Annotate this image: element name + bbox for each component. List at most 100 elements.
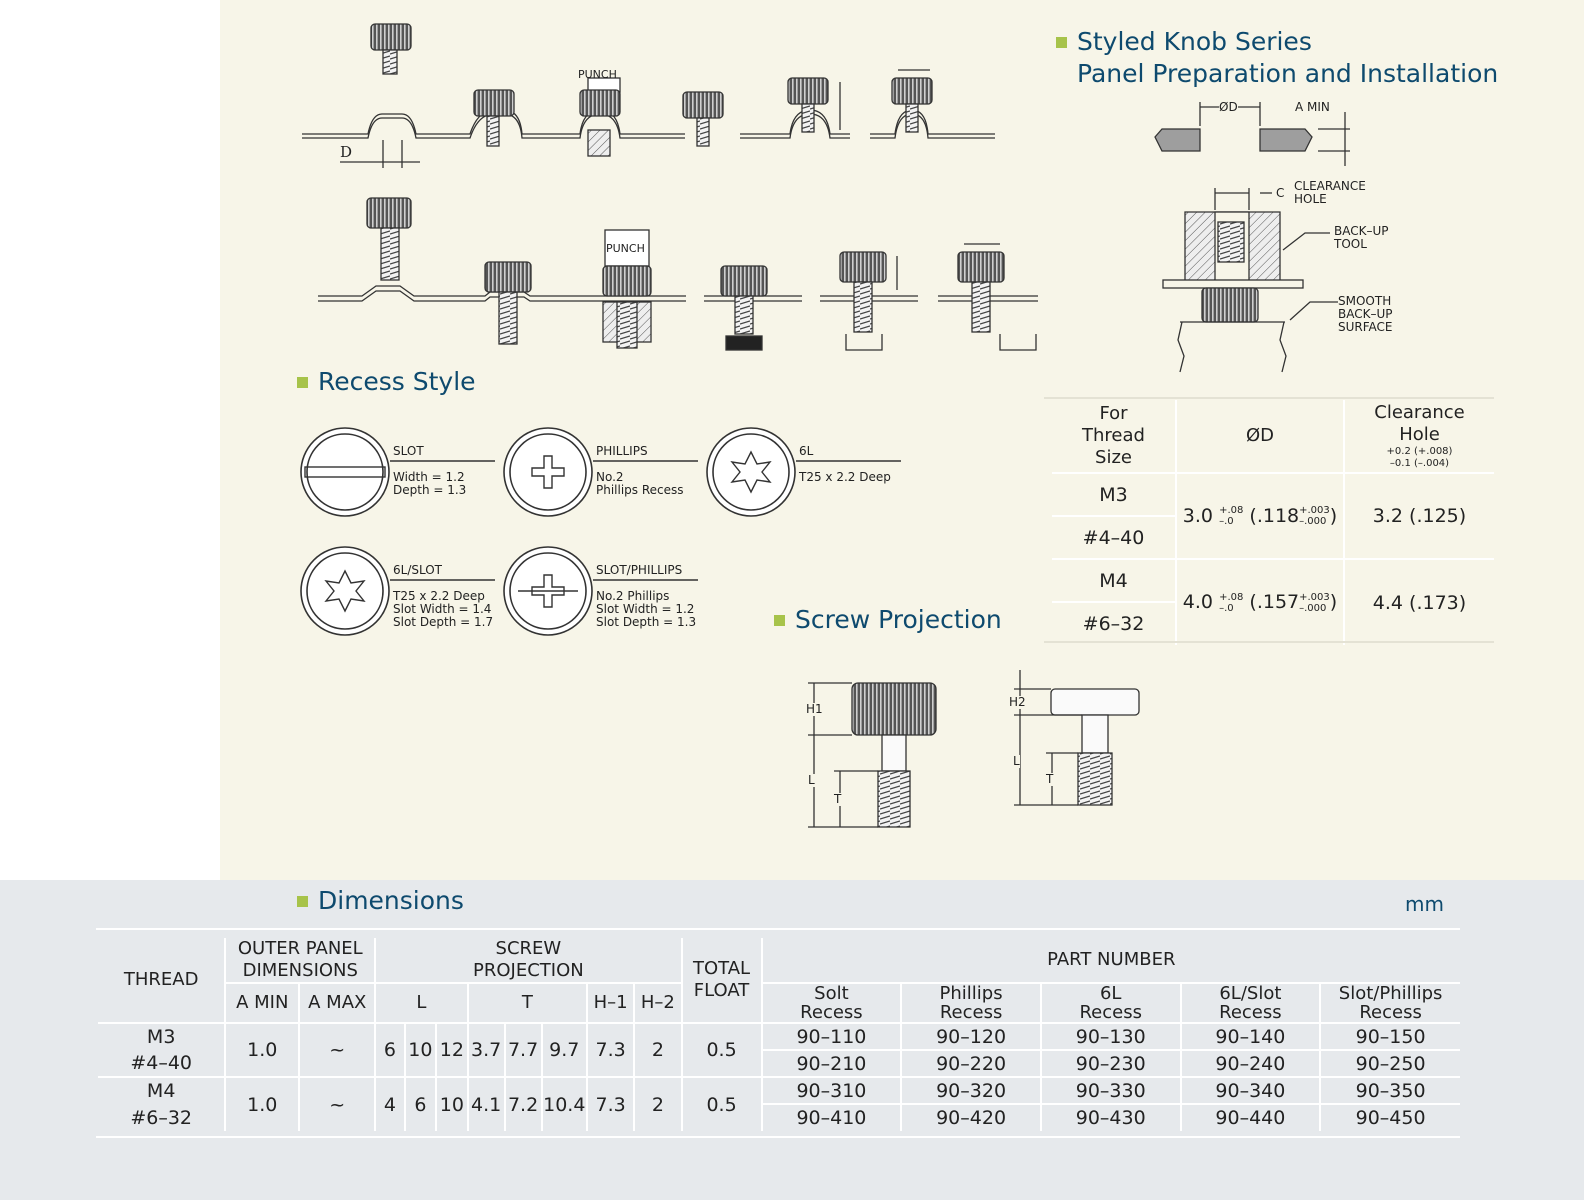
- part-number-cell: 90–310: [760, 1077, 902, 1105]
- dimensions-table: THREAD OUTER PANEL DIMENSIONS SCREW PROJ…: [98, 938, 1460, 1131]
- dimensions-title: Dimensions: [318, 886, 464, 915]
- l-cell: 4: [374, 1077, 405, 1131]
- a-min-label: A MIN: [1295, 100, 1330, 114]
- recess-desc-slot-phillips: No.2 Phillips Slot Width = 1.2 Slot Dept…: [596, 589, 697, 629]
- h1-cell: 7.3: [586, 1077, 635, 1131]
- col-outer-panel: OUTER PANEL DIMENSIONS: [224, 938, 376, 984]
- od-inch: (.157: [1249, 591, 1300, 614]
- a-max-cell: ~: [298, 1077, 376, 1131]
- col-screw-projection: SCREW PROJECTION: [374, 938, 682, 984]
- thread-size: M3: [1052, 473, 1176, 517]
- col-a-min: A MIN: [224, 983, 300, 1023]
- col-thread: THREAD: [123, 969, 199, 990]
- part-number-cell: 90–250: [1319, 1050, 1460, 1078]
- total-float-cell: 0.5: [680, 1023, 762, 1077]
- punch-label-bottom: PUNCH: [606, 242, 645, 255]
- recess-desc-6l: T25 x 2.2 Deep: [799, 470, 891, 484]
- c-label: C: [1276, 186, 1285, 200]
- od-inch-tol-up: +.003: [1299, 505, 1330, 517]
- od-inch: (.118: [1249, 504, 1300, 527]
- part-number-cell: 90–110: [760, 1023, 902, 1051]
- h1-cell: 7.3: [586, 1023, 635, 1077]
- clearance-value: 3.2 (.125): [1343, 473, 1494, 560]
- l-label-2: L: [1013, 754, 1020, 768]
- t-cell: 3.7: [466, 1023, 505, 1077]
- thread-cell: M4: [146, 1080, 176, 1102]
- heading-bullet: [774, 615, 785, 626]
- installation-diagram: [300, 23, 1350, 828]
- screw-projection-title: Screw Projection: [795, 605, 1002, 634]
- recess-style-heading: Recess Style: [297, 366, 476, 398]
- clearance-header: Clearance Hole: [1374, 402, 1465, 445]
- recess-desc-slot: Width = 1.2 Depth = 1.3: [393, 470, 467, 497]
- part-number-cell: 90–350: [1319, 1077, 1460, 1105]
- t-label-2: T: [1046, 772, 1054, 786]
- a-max-cell: ~: [298, 1023, 376, 1077]
- od-inch-tol-up: +.003: [1299, 591, 1330, 603]
- thread-size: #6–32: [1082, 613, 1145, 635]
- thread-cell: M3: [146, 1026, 176, 1048]
- series-heading: Styled Knob Series Panel Preparation and…: [1056, 26, 1499, 90]
- series-title: Styled Knob Series: [1077, 27, 1312, 56]
- part-number-cell: 90–230: [1039, 1050, 1181, 1078]
- heading-bullet: [1056, 37, 1067, 48]
- od-main: 4.0: [1182, 591, 1214, 614]
- total-float-cell: 0.5: [680, 1077, 762, 1131]
- t-cell: 7.2: [503, 1077, 542, 1131]
- od-tol-up: +.08: [1219, 591, 1244, 603]
- thread-size-table: For Thread Size ØD Clearance Hole +0.2 (…: [1052, 400, 1494, 645]
- dim-table-top-rule: [96, 928, 1460, 930]
- heading-bullet: [297, 377, 308, 388]
- heading-bullet: [297, 896, 308, 907]
- screw-projection-heading: Screw Projection: [774, 604, 1002, 636]
- thread-size: M4: [1052, 559, 1176, 603]
- col-h2: H–2: [633, 983, 682, 1023]
- series-subtitle: Panel Preparation and Installation: [1077, 59, 1499, 88]
- thread-cell: #6–32: [130, 1106, 192, 1129]
- part-number-cell: 90–240: [1179, 1050, 1321, 1078]
- col-phillips-recess: Phillips Recess: [900, 983, 1041, 1023]
- h1-label: H1: [806, 702, 823, 716]
- od-main: 3.0: [1182, 504, 1214, 527]
- a-min-cell: 1.0: [224, 1077, 300, 1131]
- l-cell: 12: [435, 1023, 468, 1077]
- od-inch-tol-down: –.000: [1299, 516, 1327, 528]
- h2-cell: 2: [633, 1023, 682, 1077]
- t-label-1: T: [834, 792, 842, 806]
- od-tol-up: +.08: [1219, 505, 1244, 517]
- punch-label-top: PUNCH: [578, 68, 617, 81]
- col-l: L: [374, 983, 468, 1023]
- recess-title-6l-slot: 6L/SLOT: [393, 563, 443, 577]
- col-for-thread-size: For Thread Size: [1052, 400, 1176, 474]
- a-min-cell: 1.0: [224, 1023, 300, 1077]
- h2-cell: 2: [633, 1077, 682, 1131]
- col-solt-recess: Solt Recess: [760, 983, 902, 1023]
- l-cell: 6: [403, 1077, 437, 1131]
- unit-label: mm: [1405, 892, 1444, 916]
- part-number-cell: 90–440: [1179, 1104, 1321, 1131]
- od-tol-down: –.0: [1219, 516, 1234, 528]
- part-number-cell: 90–340: [1179, 1077, 1321, 1105]
- t-cell: 7.7: [503, 1023, 542, 1077]
- recess-title-6l: 6L: [799, 444, 814, 458]
- part-number-cell: 90–430: [1039, 1104, 1181, 1131]
- col-a-max: A MAX: [298, 983, 376, 1023]
- h2-label: H2: [1009, 695, 1026, 709]
- clearance-tolerance: +0.2 (+.008) –0.1 (–.004): [1386, 446, 1453, 469]
- clearance-value: 4.4 (.173): [1343, 559, 1494, 645]
- l-cell: 10: [403, 1023, 437, 1077]
- clearance-hole-callout: CLEARANCE HOLE: [1294, 179, 1366, 206]
- thread-table-top-rule: [1044, 397, 1494, 399]
- d-label: D: [340, 143, 353, 161]
- col-6l-recess: 6L Recess: [1039, 983, 1181, 1023]
- part-number-cell: 90–150: [1319, 1023, 1460, 1051]
- part-number-cell: 90–220: [900, 1050, 1041, 1078]
- t-cell: 9.7: [540, 1023, 588, 1077]
- l-cell: 10: [435, 1077, 468, 1131]
- part-number-cell: 90–210: [760, 1050, 902, 1078]
- thread-table-bottom-rule: [1044, 641, 1494, 643]
- recess-title-phillips: PHILLIPS: [596, 444, 648, 458]
- part-number-cell: 90–120: [900, 1023, 1041, 1051]
- thread-cell: #4–40: [98, 1050, 226, 1078]
- part-number-cell: 90–420: [900, 1104, 1041, 1131]
